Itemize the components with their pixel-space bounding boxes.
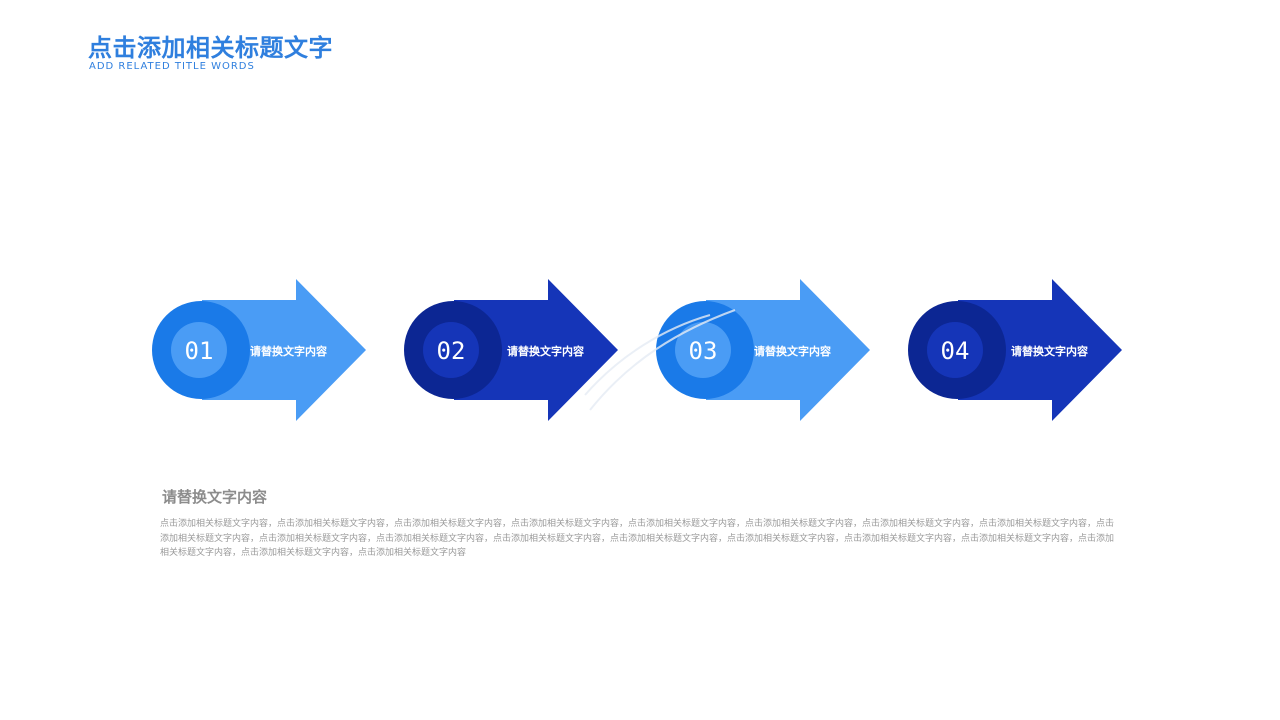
step-01[interactable]: 01 请替换文字内容 bbox=[152, 279, 366, 421]
step-label[interactable]: 请替换文字内容 bbox=[507, 344, 584, 358]
step-number: 01 bbox=[185, 337, 214, 365]
step-04[interactable]: 04 请替换文字内容 bbox=[908, 279, 1122, 421]
step-number: 02 bbox=[437, 337, 466, 365]
step-arrow bbox=[202, 279, 366, 421]
step-label[interactable]: 请替换文字内容 bbox=[754, 344, 831, 358]
step-number: 03 bbox=[689, 337, 718, 365]
page-subtitle[interactable]: ADD RELATED TITLE WORDS bbox=[89, 61, 255, 72]
step-arrow bbox=[454, 279, 618, 421]
step-02[interactable]: 02 请替换文字内容 bbox=[404, 279, 618, 421]
step-arrow bbox=[706, 279, 870, 421]
step-03[interactable]: 03 请替换文字内容 bbox=[656, 279, 870, 421]
steps-group: 01 请替换文字内容 02 请替换文字内容 03 请替换文字内容 04 请替换文字内容 bbox=[152, 279, 1122, 421]
content-heading[interactable]: 请替换文字内容 bbox=[162, 488, 268, 506]
step-circle-inner bbox=[171, 322, 227, 378]
step-circle-inner bbox=[423, 322, 479, 378]
content-body[interactable]: 点击添加相关标题文字内容，点击添加相关标题文字内容，点击添加相关标题文字内容，点… bbox=[160, 519, 1115, 558]
page-title[interactable]: 点击添加相关标题文字 bbox=[88, 34, 333, 62]
step-circle-inner bbox=[927, 322, 983, 378]
step-arrow bbox=[958, 279, 1122, 421]
step-number: 04 bbox=[941, 337, 970, 365]
step-label[interactable]: 请替换文字内容 bbox=[250, 344, 327, 358]
step-label[interactable]: 请替换文字内容 bbox=[1011, 344, 1088, 358]
